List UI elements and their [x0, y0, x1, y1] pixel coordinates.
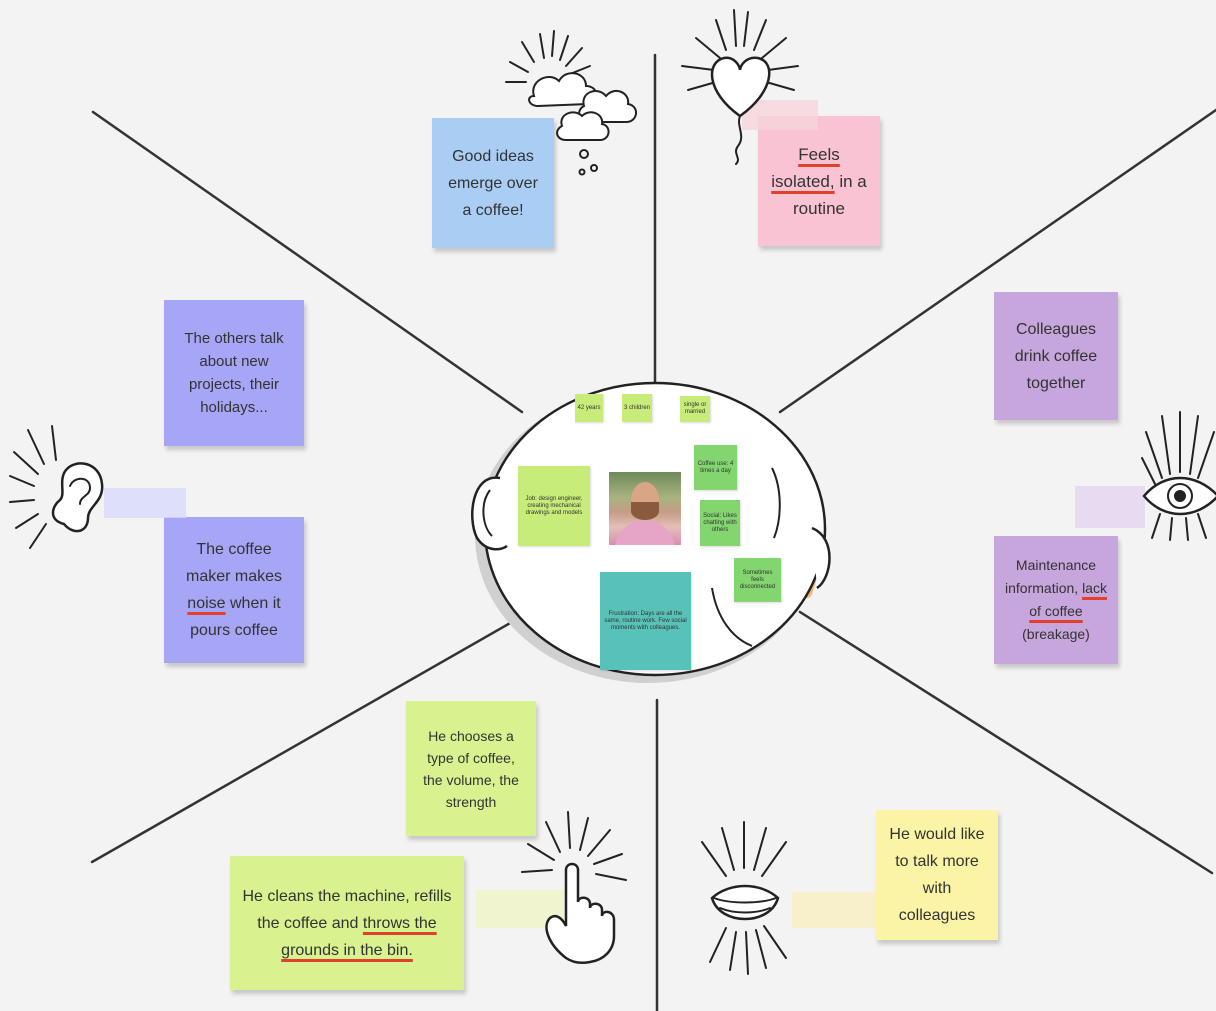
persona-photo [609, 472, 681, 545]
persona-status-note: single or married [680, 396, 710, 422]
do-top-note[interactable]: He chooses a type of coffee, the volume,… [406, 701, 536, 836]
mouth-icon [701, 821, 787, 975]
persona-extra-note: Sometimes feels disconnected [734, 558, 781, 602]
persona-age-note: 42 years [575, 394, 603, 422]
persona-coffee-note: Coffee use: 4 times a day [694, 445, 737, 490]
feel-note[interactable]: Feels isolated, in a routine [758, 116, 880, 246]
hear-bottom-note[interactable]: The coffee maker makes noise when it pou… [164, 517, 304, 663]
persona-children-note: 3 children [622, 394, 652, 422]
see-bottom-note[interactable]: Maintenance information, lack of coffee … [994, 536, 1118, 664]
heart-balloon-icon [681, 9, 799, 165]
eye-connector [1075, 486, 1145, 528]
persona-social-note: Social: Likes chatting with others [700, 500, 740, 546]
say-note[interactable]: He would like to talk more with colleagu… [876, 810, 998, 940]
do-bottom-note[interactable]: He cleans the machine, refills the coffe… [230, 856, 464, 990]
pointing-hand-icon [521, 811, 627, 965]
see-top-note[interactable]: Colleagues drink coffee together [994, 292, 1118, 420]
ear-icon [9, 425, 104, 549]
think-note[interactable]: Good ideas emerge over a coffee! [432, 118, 554, 248]
persona-job-note: Job: design engineer, creating mechanica… [518, 466, 590, 546]
ear-connector [104, 488, 186, 518]
thought-cloud-icon [505, 30, 637, 176]
eye-icon [1141, 411, 1216, 541]
persona-frustration-note: Frustration: Days are all the same, rout… [600, 572, 691, 670]
hear-top-note[interactable]: The others talk about new projects, thei… [164, 300, 304, 446]
mouth-connector [792, 892, 876, 928]
